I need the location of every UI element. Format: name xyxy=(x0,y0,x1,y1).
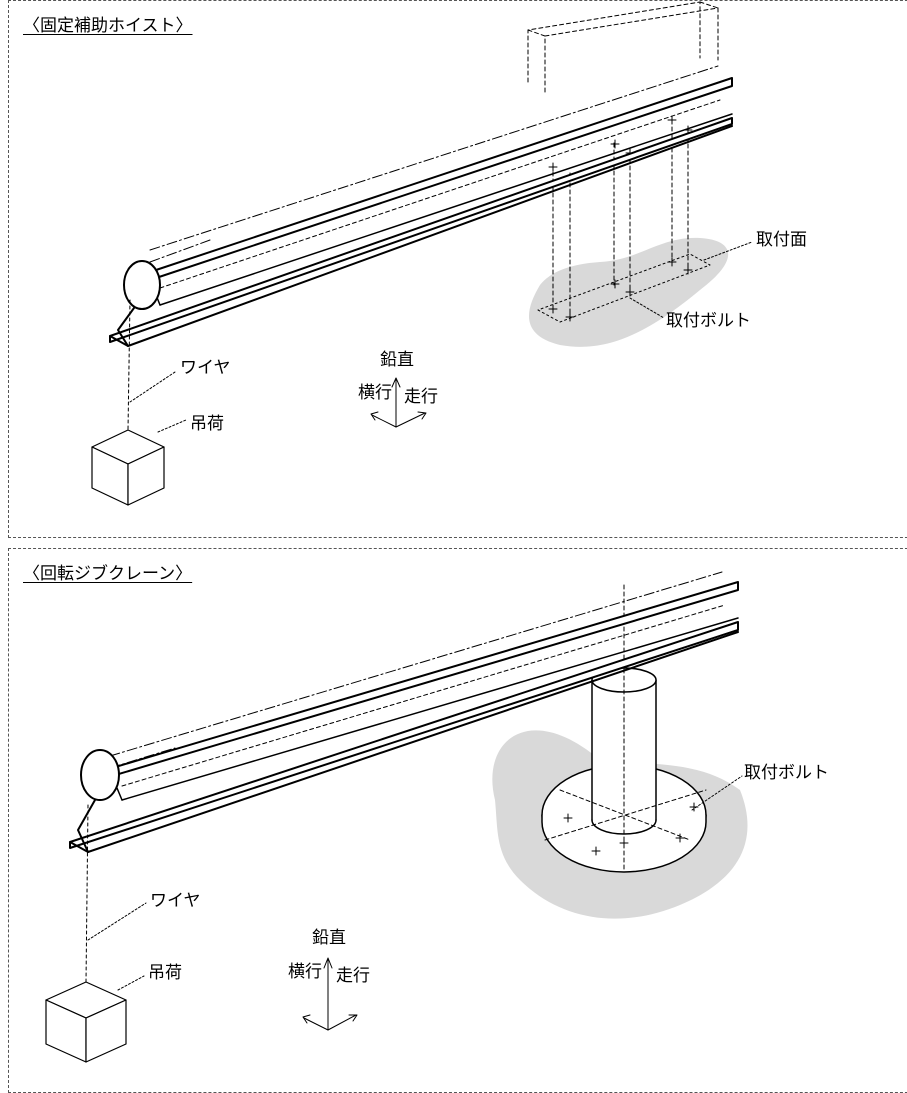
load-box-bottom xyxy=(45,981,127,1063)
label-wire-bottom: ワイヤ xyxy=(150,891,201,911)
support-block-outline xyxy=(527,1,719,93)
label-travel-bottom: 走行 xyxy=(336,966,370,986)
i-beam-jib-bottom xyxy=(69,581,739,853)
panel-title-jib-crane: 〈回転ジブクレーン〉 xyxy=(23,564,193,584)
wire-line-bottom xyxy=(85,804,89,983)
leader-lines-top xyxy=(129,241,753,433)
label-lateral-top: 横行 xyxy=(358,383,392,403)
load-box-top xyxy=(91,429,165,506)
hoist-wheel-bottom xyxy=(80,749,120,801)
rail-extension-top xyxy=(149,239,211,263)
panel-fixed-hoist: 〈固定補助ホイスト〉 xyxy=(8,0,907,538)
wire-line-top xyxy=(127,299,131,431)
panel-title-fixed-hoist: 〈固定補助ホイスト〉 xyxy=(23,16,193,36)
axis-indicator-top xyxy=(370,377,427,428)
hoist-wheel-top xyxy=(123,260,161,310)
jib-centerline xyxy=(109,571,723,757)
hoist-hook-bottom xyxy=(77,799,96,853)
label-mount-bolt-top: 取付ボルト xyxy=(666,311,751,331)
label-vertical-top: 鉛直 xyxy=(380,350,414,370)
rail-centerline-top xyxy=(149,65,719,251)
mounting-plate-outline xyxy=(537,253,711,323)
label-mount-surface: 取付面 xyxy=(756,230,807,250)
leader-lines-bottom xyxy=(87,775,743,991)
hoist-hook-top xyxy=(117,307,135,347)
label-load-top: 吊荷 xyxy=(190,414,224,434)
i-beam-rail-top xyxy=(109,77,733,347)
jib-centerline-2 xyxy=(121,604,726,787)
label-mount-bolt-bottom: 取付ボルト xyxy=(744,763,829,783)
jib-extension xyxy=(109,747,176,769)
label-wire-top: ワイヤ xyxy=(180,358,231,378)
base-centerlines xyxy=(544,584,707,871)
label-load-bottom: 吊荷 xyxy=(148,963,182,983)
axis-indicator-bottom xyxy=(302,957,358,1031)
label-vertical-bottom: 鉛直 xyxy=(312,928,346,948)
label-lateral-bottom: 横行 xyxy=(288,962,322,982)
label-travel-top: 走行 xyxy=(404,387,438,407)
rail-centerline-top-2 xyxy=(159,99,721,289)
